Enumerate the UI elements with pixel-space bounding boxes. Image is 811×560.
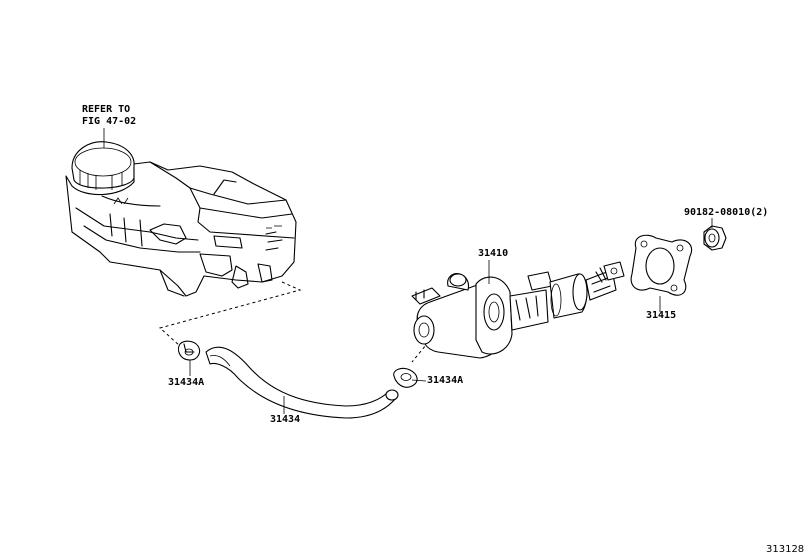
routing-line-left	[158, 281, 302, 347]
refer-fig-label: FIG 47-02	[82, 116, 137, 127]
hose	[205, 346, 399, 419]
part-number-31434a-left[interactable]: 31434A	[168, 377, 205, 388]
hose-clip-left	[177, 340, 201, 361]
leader-31434a-right	[411, 379, 427, 382]
gasket	[630, 234, 692, 312]
refer-to-label: REFER TO	[82, 104, 131, 115]
nut	[703, 218, 727, 251]
hose-clip-right	[393, 367, 418, 388]
part-number-31410[interactable]: 31410	[478, 248, 509, 259]
master-cylinder	[411, 260, 625, 359]
reservoir-tank	[65, 128, 297, 297]
part-number-31434[interactable]: 31434	[270, 414, 301, 425]
part-number-31415[interactable]: 31415	[646, 310, 677, 321]
part-number-90182[interactable]: 90182-08010(2)	[684, 207, 769, 218]
part-number-31434a-right[interactable]: 31434A	[427, 375, 464, 386]
figure-id: 313128	[766, 544, 805, 555]
